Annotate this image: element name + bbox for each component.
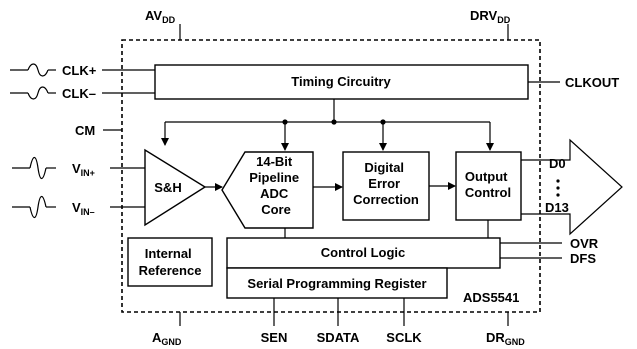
clkout-pin-label: CLKOUT xyxy=(565,75,619,90)
cm-pin-label: CM xyxy=(75,123,95,138)
d0-pin-label: D0 xyxy=(549,156,566,171)
d13-pin-label: D13 xyxy=(545,200,569,215)
junction-dot xyxy=(282,119,288,125)
vin-minus-label: VIN– xyxy=(72,200,95,217)
junction-dot xyxy=(331,119,337,125)
output-control-label: Output Control xyxy=(465,169,511,200)
error-correction-label: Digital Error Correction xyxy=(353,160,419,207)
clk-minus-label: CLK– xyxy=(62,86,96,101)
part-number-label: ADS5541 xyxy=(463,290,519,305)
serial-programming-register-label: Serial Programming Register xyxy=(247,276,426,291)
control-logic-block xyxy=(226,237,501,269)
sclk-pin-label: SCLK xyxy=(386,330,422,345)
error-correction-block xyxy=(342,151,430,221)
vin-plus-sine-icon xyxy=(12,156,56,180)
vin-minus-sine-icon xyxy=(12,195,56,219)
sample-hold-block xyxy=(144,148,207,227)
bus-ellipsis-dot xyxy=(556,193,560,197)
clk-plus-sine-icon xyxy=(10,63,49,77)
agnd-pin-label: AGND xyxy=(152,330,182,347)
adc-core-block xyxy=(221,151,314,229)
sample-hold-label: S&H xyxy=(154,180,181,195)
dfs-pin-label: DFS xyxy=(570,251,596,266)
junction-dot xyxy=(380,119,386,125)
internal-reference-block xyxy=(127,237,213,287)
bus-ellipsis-dot xyxy=(556,186,560,190)
internal-reference-label: Internal Reference xyxy=(139,246,202,278)
serial-programming-register-block xyxy=(226,267,448,299)
drvdd-pin-label: DRVDD xyxy=(470,8,511,25)
drgnd-pin-label: DRGND xyxy=(486,330,525,347)
control-logic-label: Control Logic xyxy=(321,245,406,260)
output-bus-arrow xyxy=(521,138,623,236)
adc-core-label: 14-Bit Pipeline ADC Core xyxy=(249,154,302,217)
chip-outline xyxy=(121,39,541,313)
clk-minus-sine-icon xyxy=(10,86,49,100)
avdd-pin-label: AVDD xyxy=(145,8,176,25)
sdata-pin-label: SDATA xyxy=(317,330,360,345)
sen-pin-label: SEN xyxy=(261,330,288,345)
ovr-pin-label: OVR xyxy=(570,236,599,251)
clk-plus-label: CLK+ xyxy=(62,63,97,78)
timing-circuitry-label: Timing Circuitry xyxy=(291,74,391,89)
bus-ellipsis-dot xyxy=(556,179,560,183)
output-control-block xyxy=(455,151,522,221)
vin-plus-label: VIN+ xyxy=(72,161,95,178)
